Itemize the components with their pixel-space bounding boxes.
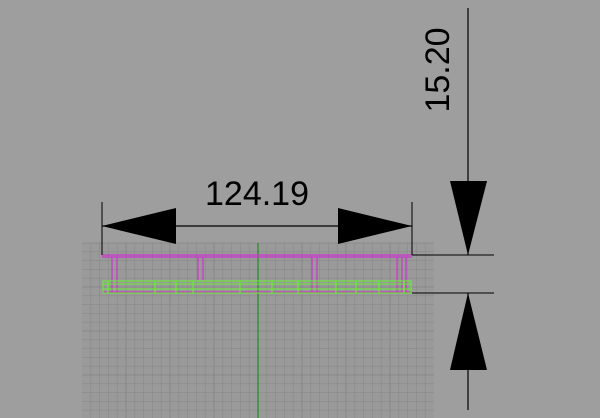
model-geometry[interactable] [102,254,412,294]
horizontal-dimension[interactable]: 124.19 [101,175,413,255]
construction-grid [82,242,434,418]
bottom-part[interactable] [102,280,412,294]
arrowhead-bottom [450,293,487,370]
top-part[interactable] [102,254,412,293]
vertical-dimension-value[interactable]: 15.20 [419,27,457,112]
vertical-dimension[interactable]: 15.20 [412,8,494,410]
horizontal-dimension-value[interactable]: 124.19 [205,175,309,213]
arrowhead-top [450,181,487,255]
arrowhead-left [102,208,176,244]
arrowhead-right [338,208,412,244]
